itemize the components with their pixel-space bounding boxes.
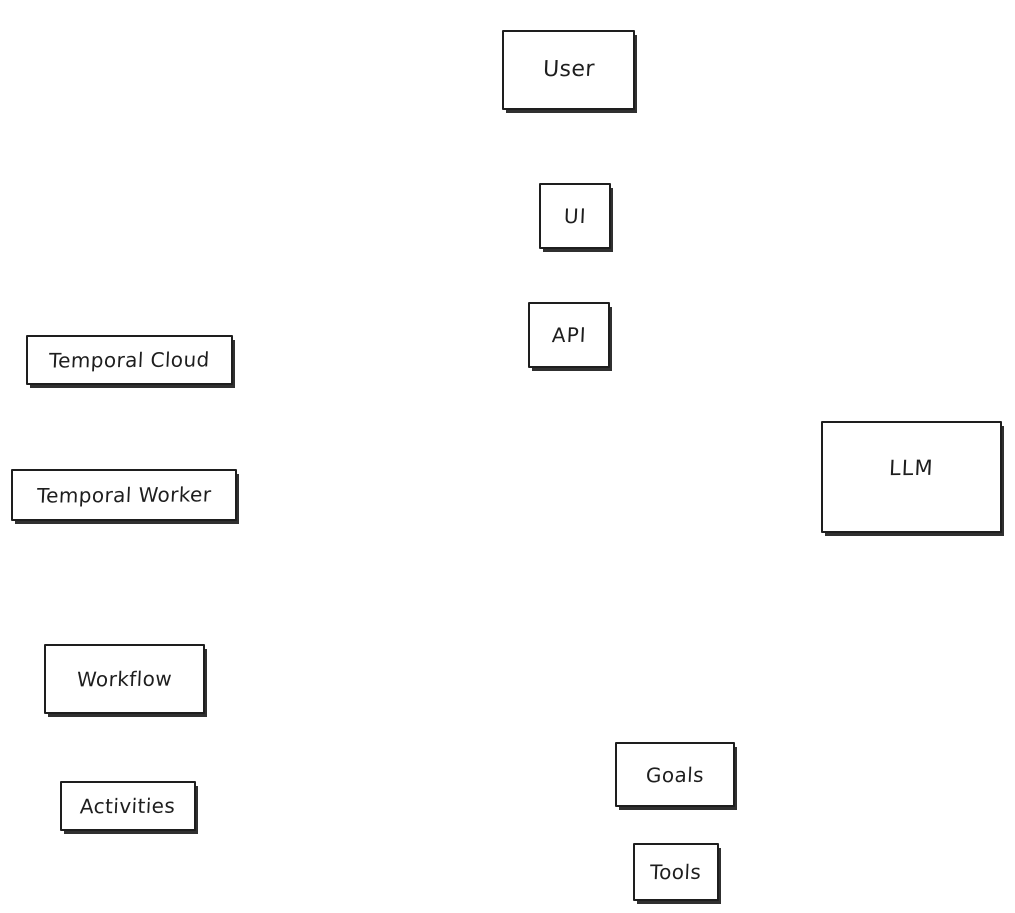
node-activities[interactable]: Activities — [60, 781, 196, 831]
node-ui-label: UI — [563, 203, 587, 229]
node-ui[interactable]: UI — [539, 183, 611, 249]
node-activities-label: Activities — [79, 793, 177, 819]
node-goals[interactable]: Goals — [615, 742, 735, 807]
node-goals-label: Goals — [645, 762, 705, 787]
node-api[interactable]: API — [528, 302, 610, 368]
node-tools[interactable]: Tools — [633, 843, 719, 901]
node-workflow-label: Workflow — [76, 666, 173, 692]
node-temporal-cloud-label: Temporal Cloud — [48, 347, 211, 373]
node-user-label: User — [542, 56, 595, 83]
node-tools-label: Tools — [649, 859, 703, 885]
node-workflow[interactable]: Workflow — [44, 644, 205, 714]
node-temporal-worker[interactable]: Temporal Worker — [11, 469, 237, 521]
node-temporal-worker-label: Temporal Worker — [36, 482, 212, 508]
node-llm-label: LLM — [888, 456, 935, 481]
node-temporal-cloud[interactable]: Temporal Cloud — [26, 335, 233, 385]
node-llm[interactable]: LLM — [821, 421, 1002, 533]
node-user[interactable]: User — [502, 30, 635, 110]
node-api-label: API — [551, 322, 587, 348]
clipped-header-text: · · · · · · · · · · · · · · · · · · · · … — [260, 0, 760, 5]
